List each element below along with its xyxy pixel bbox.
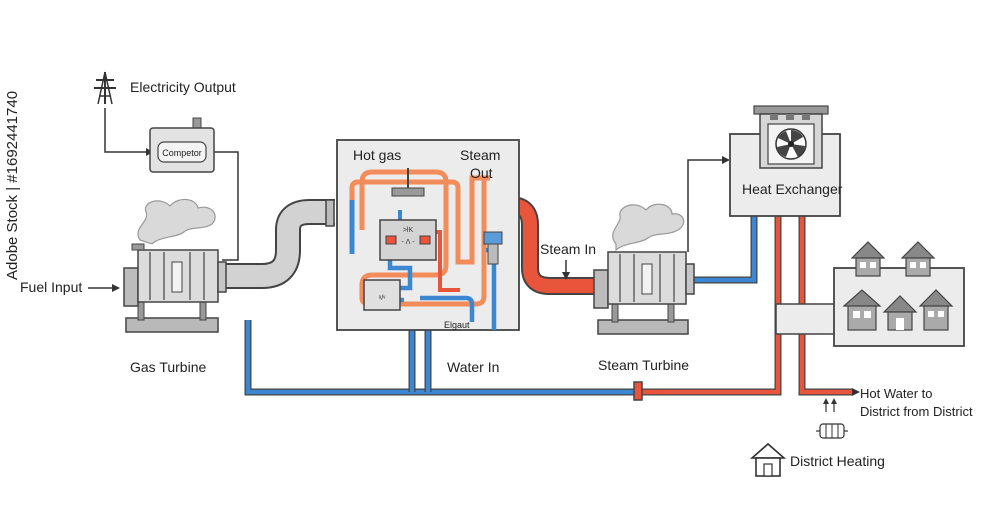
gas-turbine xyxy=(123,243,227,333)
transmission-tower-icon xyxy=(94,71,116,105)
steam-in-label: Steam In xyxy=(540,241,596,257)
home-icon xyxy=(749,442,787,477)
heat-exchanger-label: Heat Exchanger xyxy=(742,181,843,197)
water-in-label: Water In xyxy=(447,359,499,375)
radiator-icon xyxy=(816,398,848,439)
hot-water-label-1: Hot Water to xyxy=(860,386,932,401)
hot-water-label-2: District from District xyxy=(860,404,973,419)
electricity-output-label: Electricity Output xyxy=(130,79,236,95)
district-heating-label: District Heating xyxy=(790,453,885,469)
fuel-arrow xyxy=(88,284,120,292)
district-block xyxy=(775,241,965,347)
svg-text:- ᐱ -: - ᐱ - xyxy=(401,239,415,246)
steam-out-label-2: Out xyxy=(470,165,493,181)
steam-turbine-smoke xyxy=(612,203,685,252)
steam-turbine-label: Steam Turbine xyxy=(598,357,689,373)
hrsg-unit: >lK - ᐱ - ᵃ/ᵛ Hot gas Steam Out Elgaut xyxy=(336,139,520,331)
house-icon xyxy=(918,289,954,331)
house-icon xyxy=(900,241,936,277)
house-icon xyxy=(850,241,886,277)
cold-water-pipe-left xyxy=(244,320,636,396)
exhaust-duct xyxy=(222,199,335,289)
hot-water-pipe-bottom xyxy=(633,215,782,401)
heat-exchanger: Heat Exchanger xyxy=(729,105,843,217)
house-icon xyxy=(842,289,882,331)
district-supply-pipes xyxy=(690,200,852,396)
competor-label: Competor xyxy=(162,148,202,158)
heat-exchanger-link xyxy=(687,156,730,252)
fan-icon xyxy=(775,128,807,160)
steam-in-arrow xyxy=(562,260,570,280)
svg-text:ᵃ/ᵛ: ᵃ/ᵛ xyxy=(379,295,387,302)
svg-text:>lK: >lK xyxy=(403,227,414,234)
steam-out-label-1: Steam xyxy=(460,147,500,163)
steam-turbine xyxy=(593,251,695,335)
fuel-input-label: Fuel Input xyxy=(20,279,82,295)
competor-box: Competor xyxy=(149,117,215,173)
hot-water-arrow xyxy=(852,388,860,396)
hot-gas-label: Hot gas xyxy=(353,147,401,163)
gas-turbine-label: Gas Turbine xyxy=(130,359,206,375)
elgaut-label: Elgaut xyxy=(444,320,470,330)
stock-watermark-text: Adobe Stock | #1692441740 xyxy=(4,90,21,280)
house-icon xyxy=(882,295,918,331)
gas-turbine-smoke xyxy=(137,198,216,245)
